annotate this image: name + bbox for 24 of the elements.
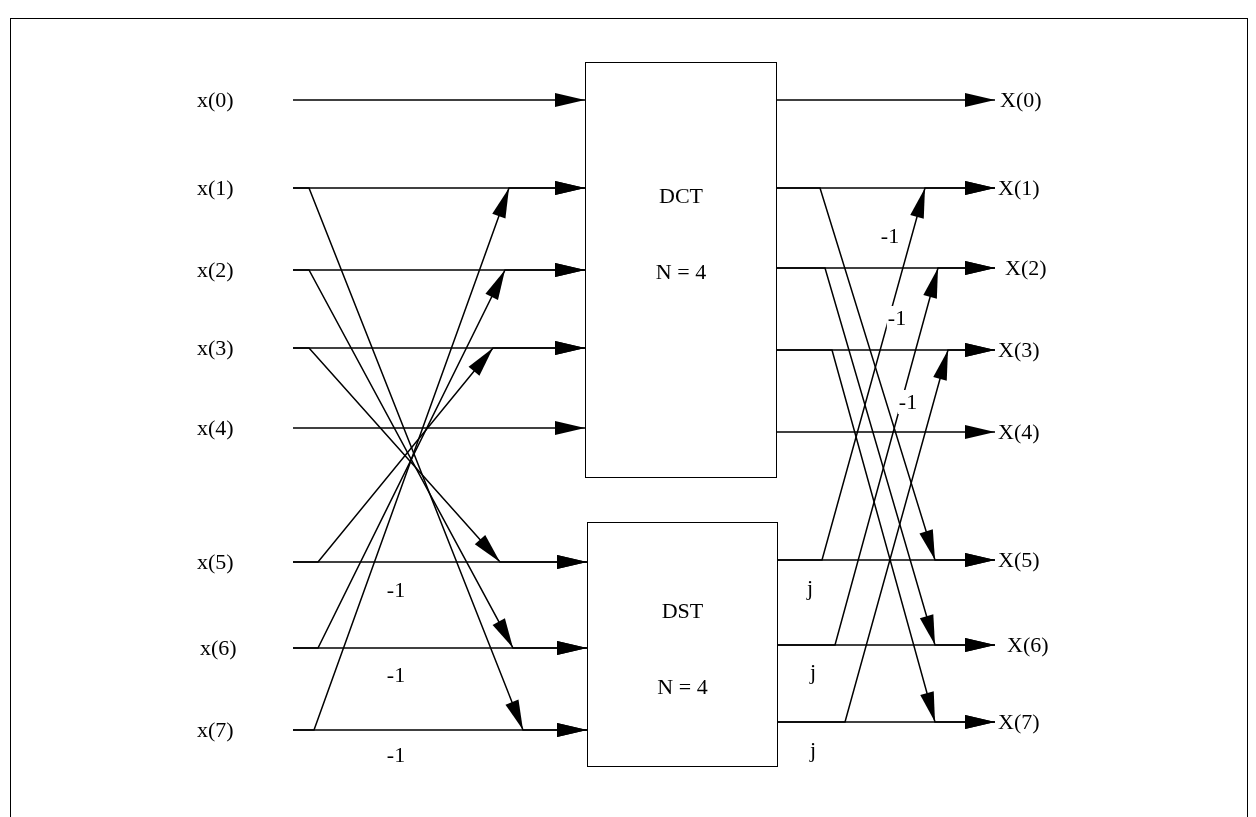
edge-label: -1 — [886, 306, 908, 330]
signal-label: X(7) — [998, 709, 1040, 735]
signal-label: X(0) — [1000, 87, 1042, 113]
signal-label: X(2) — [1005, 255, 1047, 281]
signal-label: X(1) — [998, 175, 1040, 201]
transform-name: DCT — [659, 183, 703, 209]
transform-box — [587, 522, 778, 767]
edge-label: -1 — [897, 390, 919, 414]
size-label: N = 4 — [657, 674, 708, 700]
signal-label: x(1) — [197, 175, 234, 201]
signal-label: X(4) — [998, 419, 1040, 445]
signal-label: x(6) — [200, 635, 237, 661]
signal-label: x(7) — [197, 717, 234, 743]
signal-label: x(3) — [197, 335, 234, 361]
signal-label: X(3) — [998, 337, 1040, 363]
signal-label: X(5) — [998, 547, 1040, 573]
signal-label: x(4) — [197, 415, 234, 441]
signal-label: x(2) — [197, 257, 234, 283]
size-label: N = 4 — [655, 259, 707, 285]
signal-label: X(6) — [1007, 632, 1049, 658]
transform-name: DST — [661, 598, 704, 624]
transform-box — [585, 62, 777, 478]
signal-label: x(5) — [197, 549, 234, 575]
signal-label: x(0) — [197, 87, 234, 113]
